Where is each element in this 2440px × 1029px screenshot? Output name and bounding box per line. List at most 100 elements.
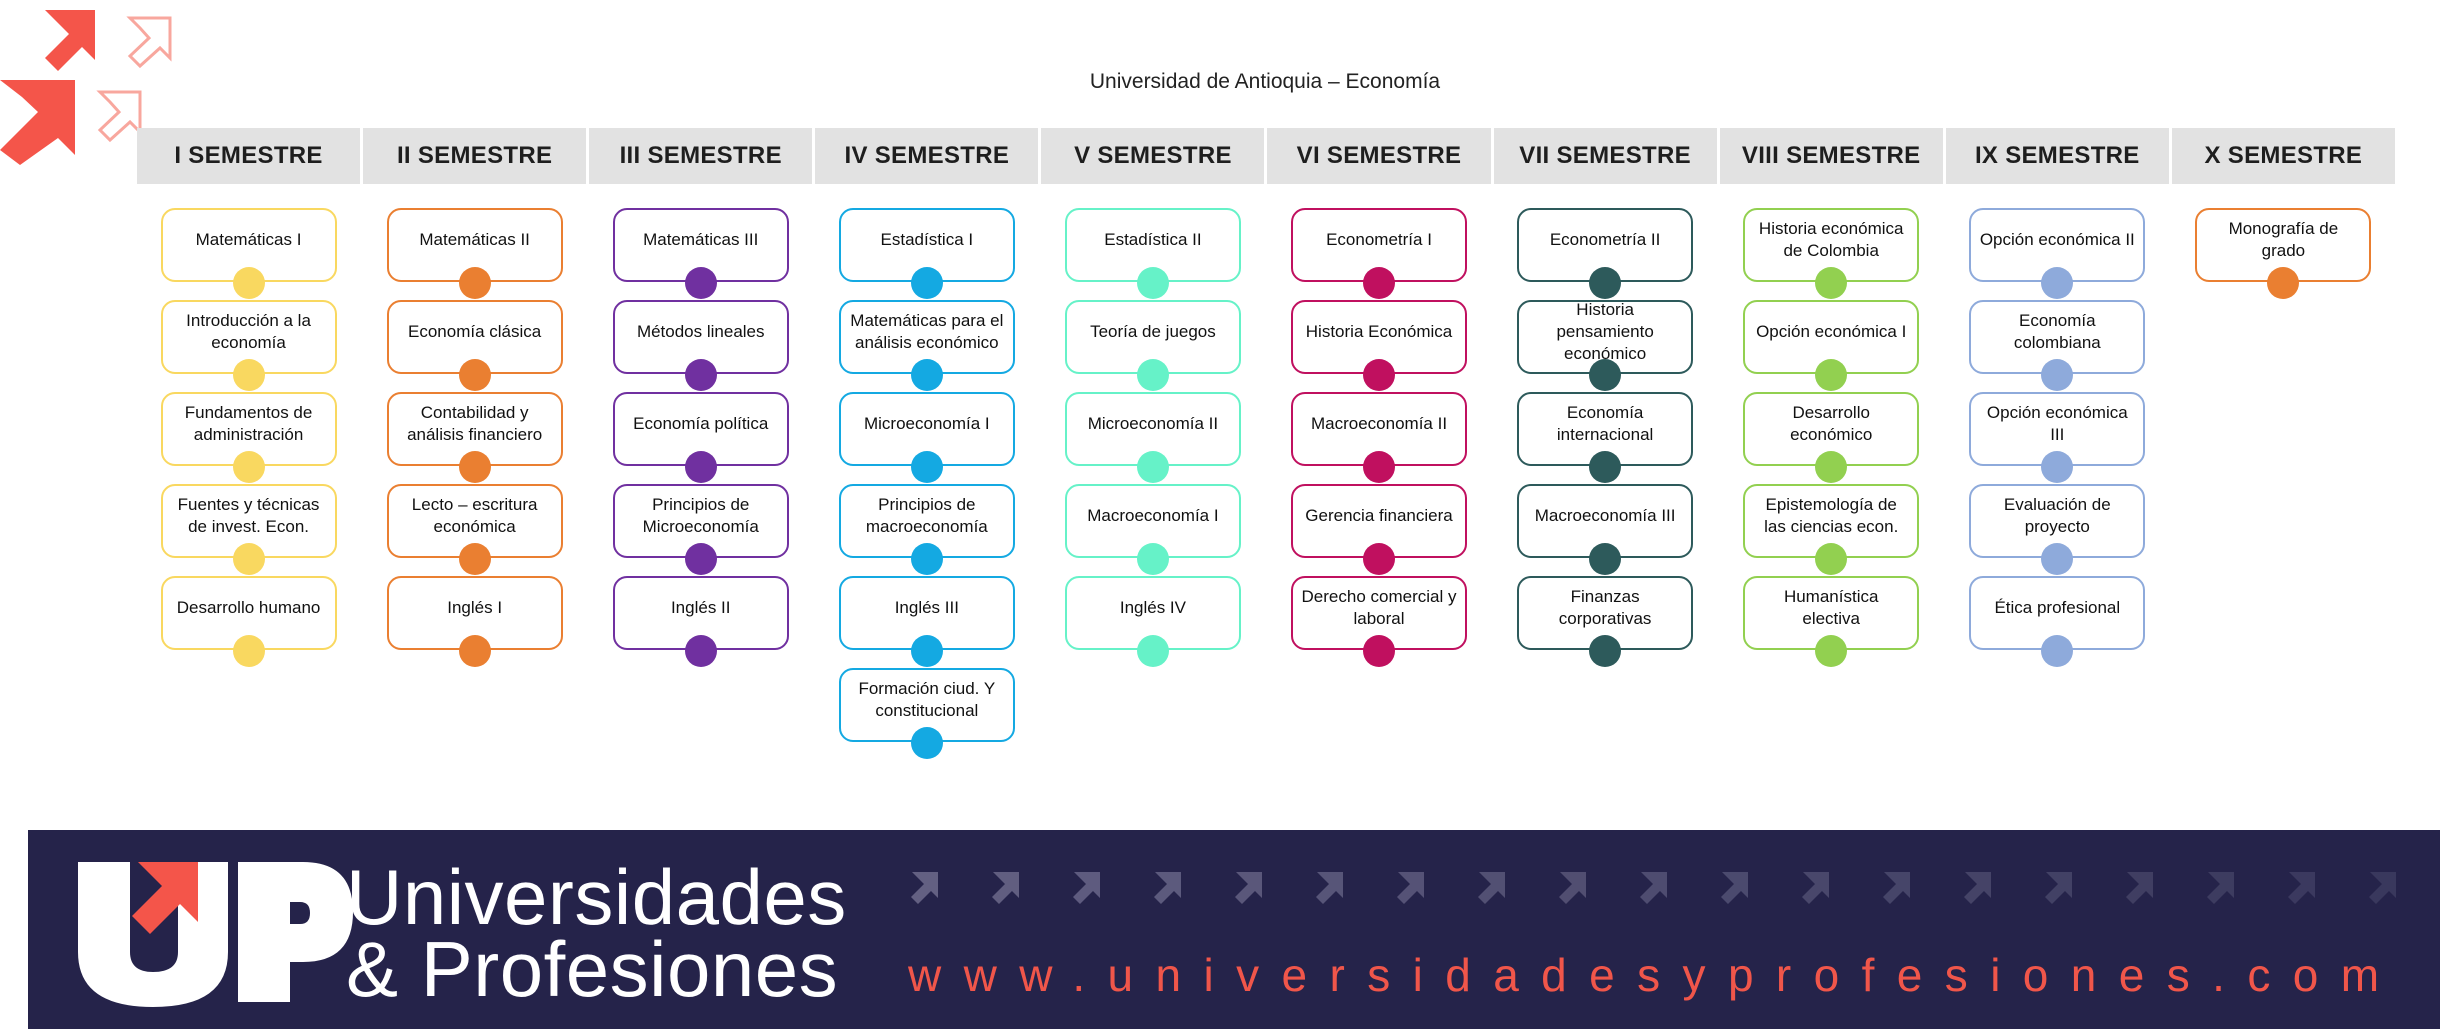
semester-header: III SEMESTRE bbox=[589, 128, 813, 184]
course-name: Fuentes y técnicas de invest. Econ. bbox=[177, 494, 320, 536]
arrow-pattern-mark bbox=[1316, 872, 1343, 904]
course-name: Principios de Microeconomía bbox=[642, 494, 759, 536]
course-box: Estadística I bbox=[838, 208, 1015, 299]
course-name: Matemáticas II bbox=[419, 229, 530, 249]
course-name: Derecho comercial y laboral bbox=[1301, 586, 1457, 628]
course-box: Economía política bbox=[612, 392, 789, 483]
course-name: Epistemología de las ciencias econ. bbox=[1764, 494, 1899, 536]
course-connector-dot bbox=[458, 635, 491, 667]
course-name: Microeconomía II bbox=[1087, 413, 1219, 433]
course-box: Fuentes y técnicas de invest. Econ. bbox=[160, 484, 337, 575]
course-name: Inglés III bbox=[894, 597, 959, 617]
course-name: Opción económica III bbox=[1986, 402, 2128, 444]
course-box: Métodos lineales bbox=[612, 300, 789, 391]
course-name: Matemáticas para el análisis económico bbox=[850, 310, 1004, 352]
semester-header: V SEMESTRE bbox=[1041, 128, 1265, 184]
course-name: Métodos lineales bbox=[636, 321, 765, 341]
arrow-pattern-mark bbox=[911, 872, 938, 904]
course-box: Estadística II bbox=[1064, 208, 1241, 299]
semester-column: Estadística I Matemáticas para el análisi… bbox=[815, 208, 1038, 759]
course-connector-dot bbox=[1589, 267, 1622, 299]
course-name: Estadística II bbox=[1104, 229, 1202, 249]
course-box: Econometría II bbox=[1517, 208, 1694, 299]
course-box: Principios de Microeconomía bbox=[612, 484, 789, 575]
course-name: Econometría I bbox=[1326, 229, 1432, 249]
course-connector-dot bbox=[910, 267, 943, 299]
course-name: Ética profesional bbox=[1994, 597, 2121, 617]
course-name: Macroeconomía I bbox=[1087, 505, 1219, 525]
course-box: Historia económica de Colombia bbox=[1743, 208, 1920, 299]
website-url[interactable]: www.universidadesyprofesiones.com bbox=[908, 949, 2402, 1001]
semester-column: Monografía de grado bbox=[2172, 208, 2395, 742]
course-connector-dot bbox=[1363, 543, 1396, 575]
arrow-pattern-mark bbox=[2207, 872, 2234, 904]
course-connector-dot bbox=[458, 451, 491, 483]
course-name: Opción económica I bbox=[1756, 321, 1907, 341]
course-connector-dot bbox=[684, 359, 717, 391]
course-name: Economía clásica bbox=[408, 321, 542, 341]
course-box: Desarrollo económico bbox=[1743, 392, 1920, 483]
course-name: Desarrollo humano bbox=[176, 597, 321, 617]
course-box: Teoría de juegos bbox=[1064, 300, 1241, 391]
brand-name-line2: & Profesiones bbox=[346, 925, 839, 1013]
course-box: Contabilidad y análisis financiero bbox=[386, 392, 563, 483]
course-connector-dot bbox=[1589, 451, 1622, 483]
course-connector-dot bbox=[1363, 635, 1396, 667]
course-box: Microeconomía II bbox=[1064, 392, 1241, 483]
semester-header: IV SEMESTRE bbox=[815, 128, 1039, 184]
course-connector-dot bbox=[2267, 267, 2300, 299]
course-box: Macroeconomía I bbox=[1064, 484, 1241, 575]
course-box: Gerencia financiera bbox=[1291, 484, 1468, 575]
course-name: Economía política bbox=[633, 413, 769, 433]
course-connector-dot bbox=[910, 727, 943, 759]
course-box: Opción económica II bbox=[1969, 208, 2146, 299]
course-name: Economía colombiana bbox=[2013, 310, 2101, 352]
course-name: Economía internacional bbox=[1556, 402, 1654, 444]
course-connector-dot bbox=[910, 451, 943, 483]
arrow-pattern-mark bbox=[2369, 872, 2396, 904]
course-name: Econometría II bbox=[1549, 229, 1661, 249]
course-connector-dot bbox=[1363, 267, 1396, 299]
course-connector-dot bbox=[1136, 451, 1169, 483]
course-name: Matemáticas III bbox=[643, 229, 759, 249]
course-connector-dot bbox=[458, 267, 491, 299]
course-connector-dot bbox=[2041, 359, 2074, 391]
course-box: Introducción a la economía bbox=[160, 300, 337, 391]
course-box: Economía internacional bbox=[1517, 392, 1694, 483]
semester-header: I SEMESTRE bbox=[137, 128, 361, 184]
course-box: Economía colombiana bbox=[1969, 300, 2146, 391]
semester-header: II SEMESTRE bbox=[363, 128, 587, 184]
arrow-pattern-icon bbox=[911, 872, 2396, 904]
course-name: Macroeconomía III bbox=[1534, 505, 1676, 525]
course-box: Matemáticas II bbox=[386, 208, 563, 299]
course-box: Principios de macroeconomía bbox=[838, 484, 1015, 575]
course-connector-dot bbox=[910, 359, 943, 391]
course-name: Principios de macroeconomía bbox=[865, 494, 988, 536]
course-box: Ética profesional bbox=[1969, 576, 2146, 667]
arrow-pattern-mark bbox=[2126, 872, 2153, 904]
arrow-pattern-mark bbox=[1883, 872, 1910, 904]
course-connector-dot bbox=[910, 635, 943, 667]
course-name: Formación ciud. Y constitucional bbox=[858, 678, 996, 720]
course-name: Estadística I bbox=[880, 229, 974, 249]
course-connector-dot bbox=[2041, 451, 2074, 483]
course-name: Evaluación de proyecto bbox=[2003, 494, 2111, 536]
course-box: Macroeconomía II bbox=[1291, 392, 1468, 483]
arrow-pattern-mark bbox=[992, 872, 1019, 904]
course-connector-dot bbox=[232, 267, 265, 299]
course-connector-dot bbox=[1136, 635, 1169, 667]
course-connector-dot bbox=[1136, 359, 1169, 391]
course-name: Introducción a la economía bbox=[186, 310, 311, 352]
course-connector-dot bbox=[684, 267, 717, 299]
course-name: Microeconomía I bbox=[863, 413, 990, 433]
arrow-pattern-mark bbox=[1559, 872, 1586, 904]
course-box: Inglés IV bbox=[1064, 576, 1241, 667]
footer-banner: Universidades & Profesiones www.universi… bbox=[28, 830, 2440, 1029]
